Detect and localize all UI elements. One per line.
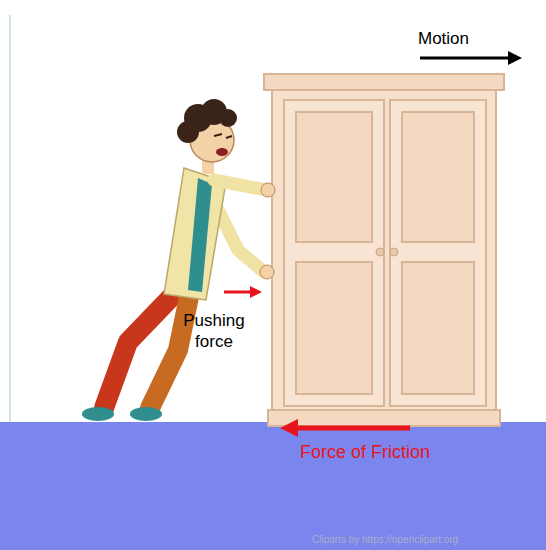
friction-arrow [280,419,410,437]
motion-arrow [420,51,522,65]
door-panel [296,112,372,242]
closed-eyes [214,134,232,138]
hair [177,121,199,143]
pushing-force-arrow [224,286,262,298]
floor [0,422,546,550]
man-pushing [82,99,275,421]
shoe [82,407,114,421]
mouth [216,148,228,156]
wardrobe-door [390,100,486,406]
wardrobe-base [268,410,500,426]
door-knob [376,248,384,256]
arrow-shaft [420,57,510,60]
shoe [130,407,162,421]
frame-line [9,15,11,422]
wardrobe-door [284,100,384,406]
leg [150,292,190,408]
door-panel [296,262,372,394]
force-label: Force of Friction [300,441,500,464]
credit-note: Cliparts by https://openclipart.org [312,534,546,547]
arrow-head [250,286,262,298]
force-label: Pushing force [176,310,252,353]
arrow-head [280,419,298,437]
wardrobe [264,74,504,426]
door-panel [402,112,474,242]
hand [261,183,275,197]
arm [214,180,266,190]
arrow-shaft [224,291,252,294]
door-knob [390,248,398,256]
arrow-head [508,51,522,65]
arrow-shaft [296,426,410,431]
shirt [164,168,226,300]
wardrobe-cornice [264,74,504,90]
hair [219,109,237,127]
hand [260,265,274,279]
door-panel [402,262,474,394]
force-label: Motion [418,28,528,49]
vest [188,178,212,292]
wardrobe-body [272,90,496,412]
